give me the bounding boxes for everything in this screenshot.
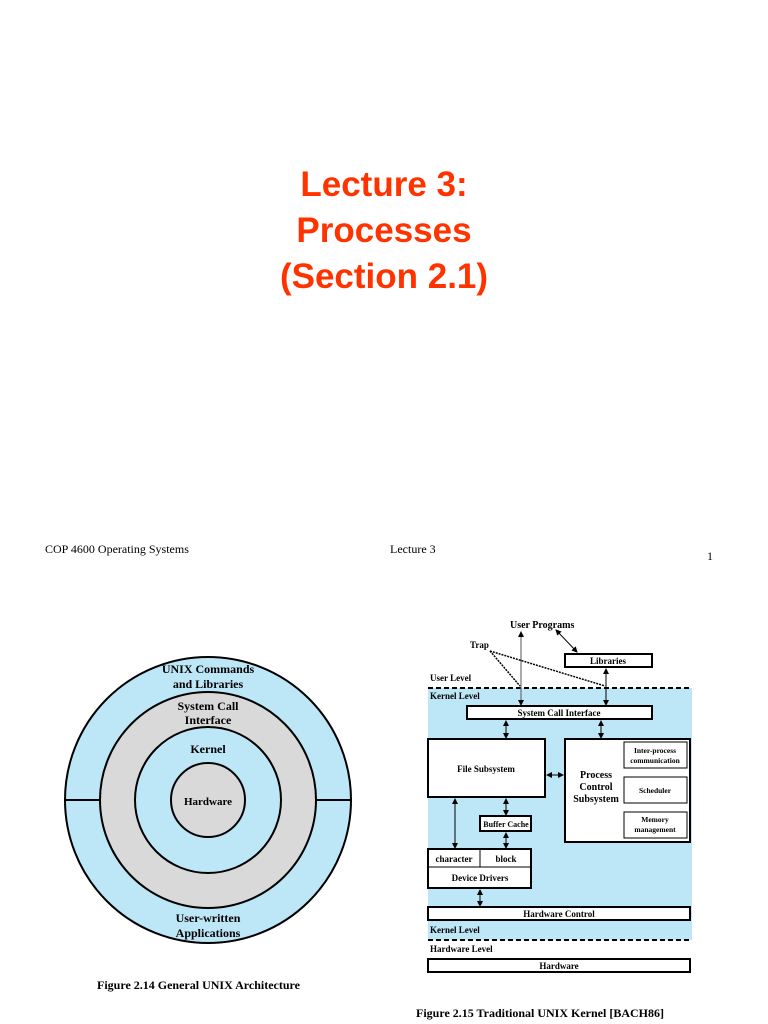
- label: Libraries: [590, 656, 626, 666]
- ring-hardware: [170, 762, 246, 838]
- label: File Subsystem: [457, 764, 515, 774]
- label: Kernel Level: [430, 691, 480, 701]
- hardware-box: [427, 958, 691, 973]
- libraries-box: [564, 653, 653, 668]
- unix-architecture-diagram: UNIX Commands and Libraries System Call …: [64, 656, 352, 992]
- slide-title-line-2: Processes: [296, 211, 472, 250]
- page-number: 1: [707, 549, 713, 563]
- label: UNIX Commands: [162, 662, 255, 676]
- label: block: [495, 854, 516, 864]
- label: Inter-process: [634, 746, 676, 755]
- label: Control: [579, 782, 612, 793]
- label: Device Drivers: [452, 873, 509, 883]
- label: management: [634, 825, 676, 834]
- label: System Call Interface: [518, 708, 601, 718]
- buffer-cache-box: [479, 815, 532, 832]
- label: Hardware: [184, 796, 232, 808]
- label: Memory: [641, 815, 669, 824]
- slide-title-line-1: Lecture 3:: [300, 165, 468, 204]
- label: Subsystem: [573, 794, 619, 805]
- figure-caption-right: Figure 2.15 Traditional UNIX Kernel [BAC…: [416, 1006, 664, 1020]
- label: and Libraries: [173, 677, 244, 691]
- footer-course: COP 4600 Operating Systems: [45, 542, 189, 556]
- label: Hardware Level: [430, 944, 493, 954]
- label: communication: [630, 756, 680, 765]
- file-subsystem-box: [427, 738, 546, 798]
- slide-title-line-3: (Section 2.1): [279, 257, 489, 296]
- label: User-written: [176, 911, 241, 925]
- label: User Programs: [510, 620, 574, 631]
- label: Process: [580, 770, 612, 781]
- label: User Level: [430, 673, 472, 683]
- label: Applications: [176, 926, 241, 940]
- system-call-interface-box: [466, 705, 653, 720]
- label: character: [436, 854, 473, 864]
- label: Buffer Cache: [483, 820, 529, 829]
- label: Scheduler: [639, 786, 672, 795]
- figure-caption-left: Figure 2.14 General UNIX Architecture: [97, 978, 301, 992]
- label: Trap: [470, 640, 489, 650]
- label: Interface: [185, 713, 232, 727]
- footer-lecture: Lecture 3: [390, 542, 436, 556]
- label: System Call: [178, 699, 240, 713]
- hardware-control-box: [427, 906, 691, 921]
- label: Hardware Control: [523, 909, 595, 919]
- label: Hardware: [539, 961, 578, 971]
- label: Kernel: [190, 742, 226, 756]
- label: Kernel Level: [430, 925, 480, 935]
- unix-kernel-diagram: User Programs Trap User Level Kernel Lev…: [416, 620, 692, 1020]
